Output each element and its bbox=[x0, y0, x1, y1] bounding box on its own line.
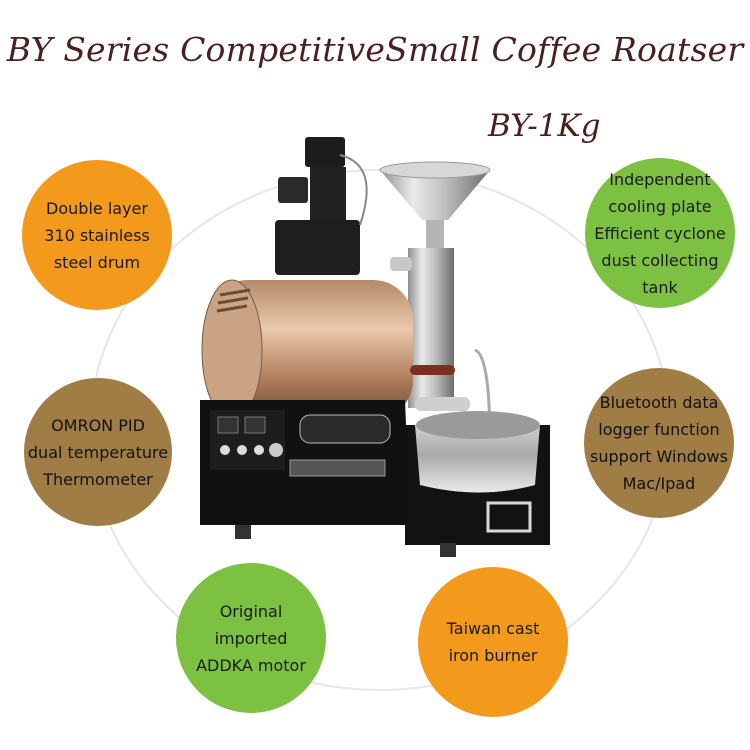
page-title: BY Series CompetitiveSmall Coffee Roatse… bbox=[6, 30, 744, 69]
feature-bubble-motor: Original imported ADDKA motor bbox=[176, 563, 326, 713]
feature-text: Taiwan cast iron burner bbox=[446, 619, 540, 665]
feature-bubble-cooling: Independent cooling plate Efficient cycl… bbox=[585, 158, 735, 308]
feature-bubble-bluetooth: Bluetooth data logger function support W… bbox=[584, 368, 734, 518]
coffee-roaster-image bbox=[200, 137, 550, 557]
model-label: BY-1Kg bbox=[488, 108, 601, 144]
feature-text: Bluetooth data logger function support W… bbox=[590, 393, 728, 493]
feature-text: Independent cooling plate Efficient cycl… bbox=[594, 169, 726, 297]
feature-text: Original imported ADDKA motor bbox=[196, 601, 306, 675]
feature-text: OMRON PID dual temperature Thermometer bbox=[27, 415, 169, 489]
feature-bubble-drum: Double layer 310 stainless steel drum bbox=[22, 160, 172, 310]
feature-bubble-pid: OMRON PID dual temperature Thermometer bbox=[24, 378, 172, 526]
feature-bubble-burner: Taiwan cast iron burner bbox=[418, 567, 568, 717]
feature-text: Double layer 310 stainless steel drum bbox=[44, 198, 150, 272]
